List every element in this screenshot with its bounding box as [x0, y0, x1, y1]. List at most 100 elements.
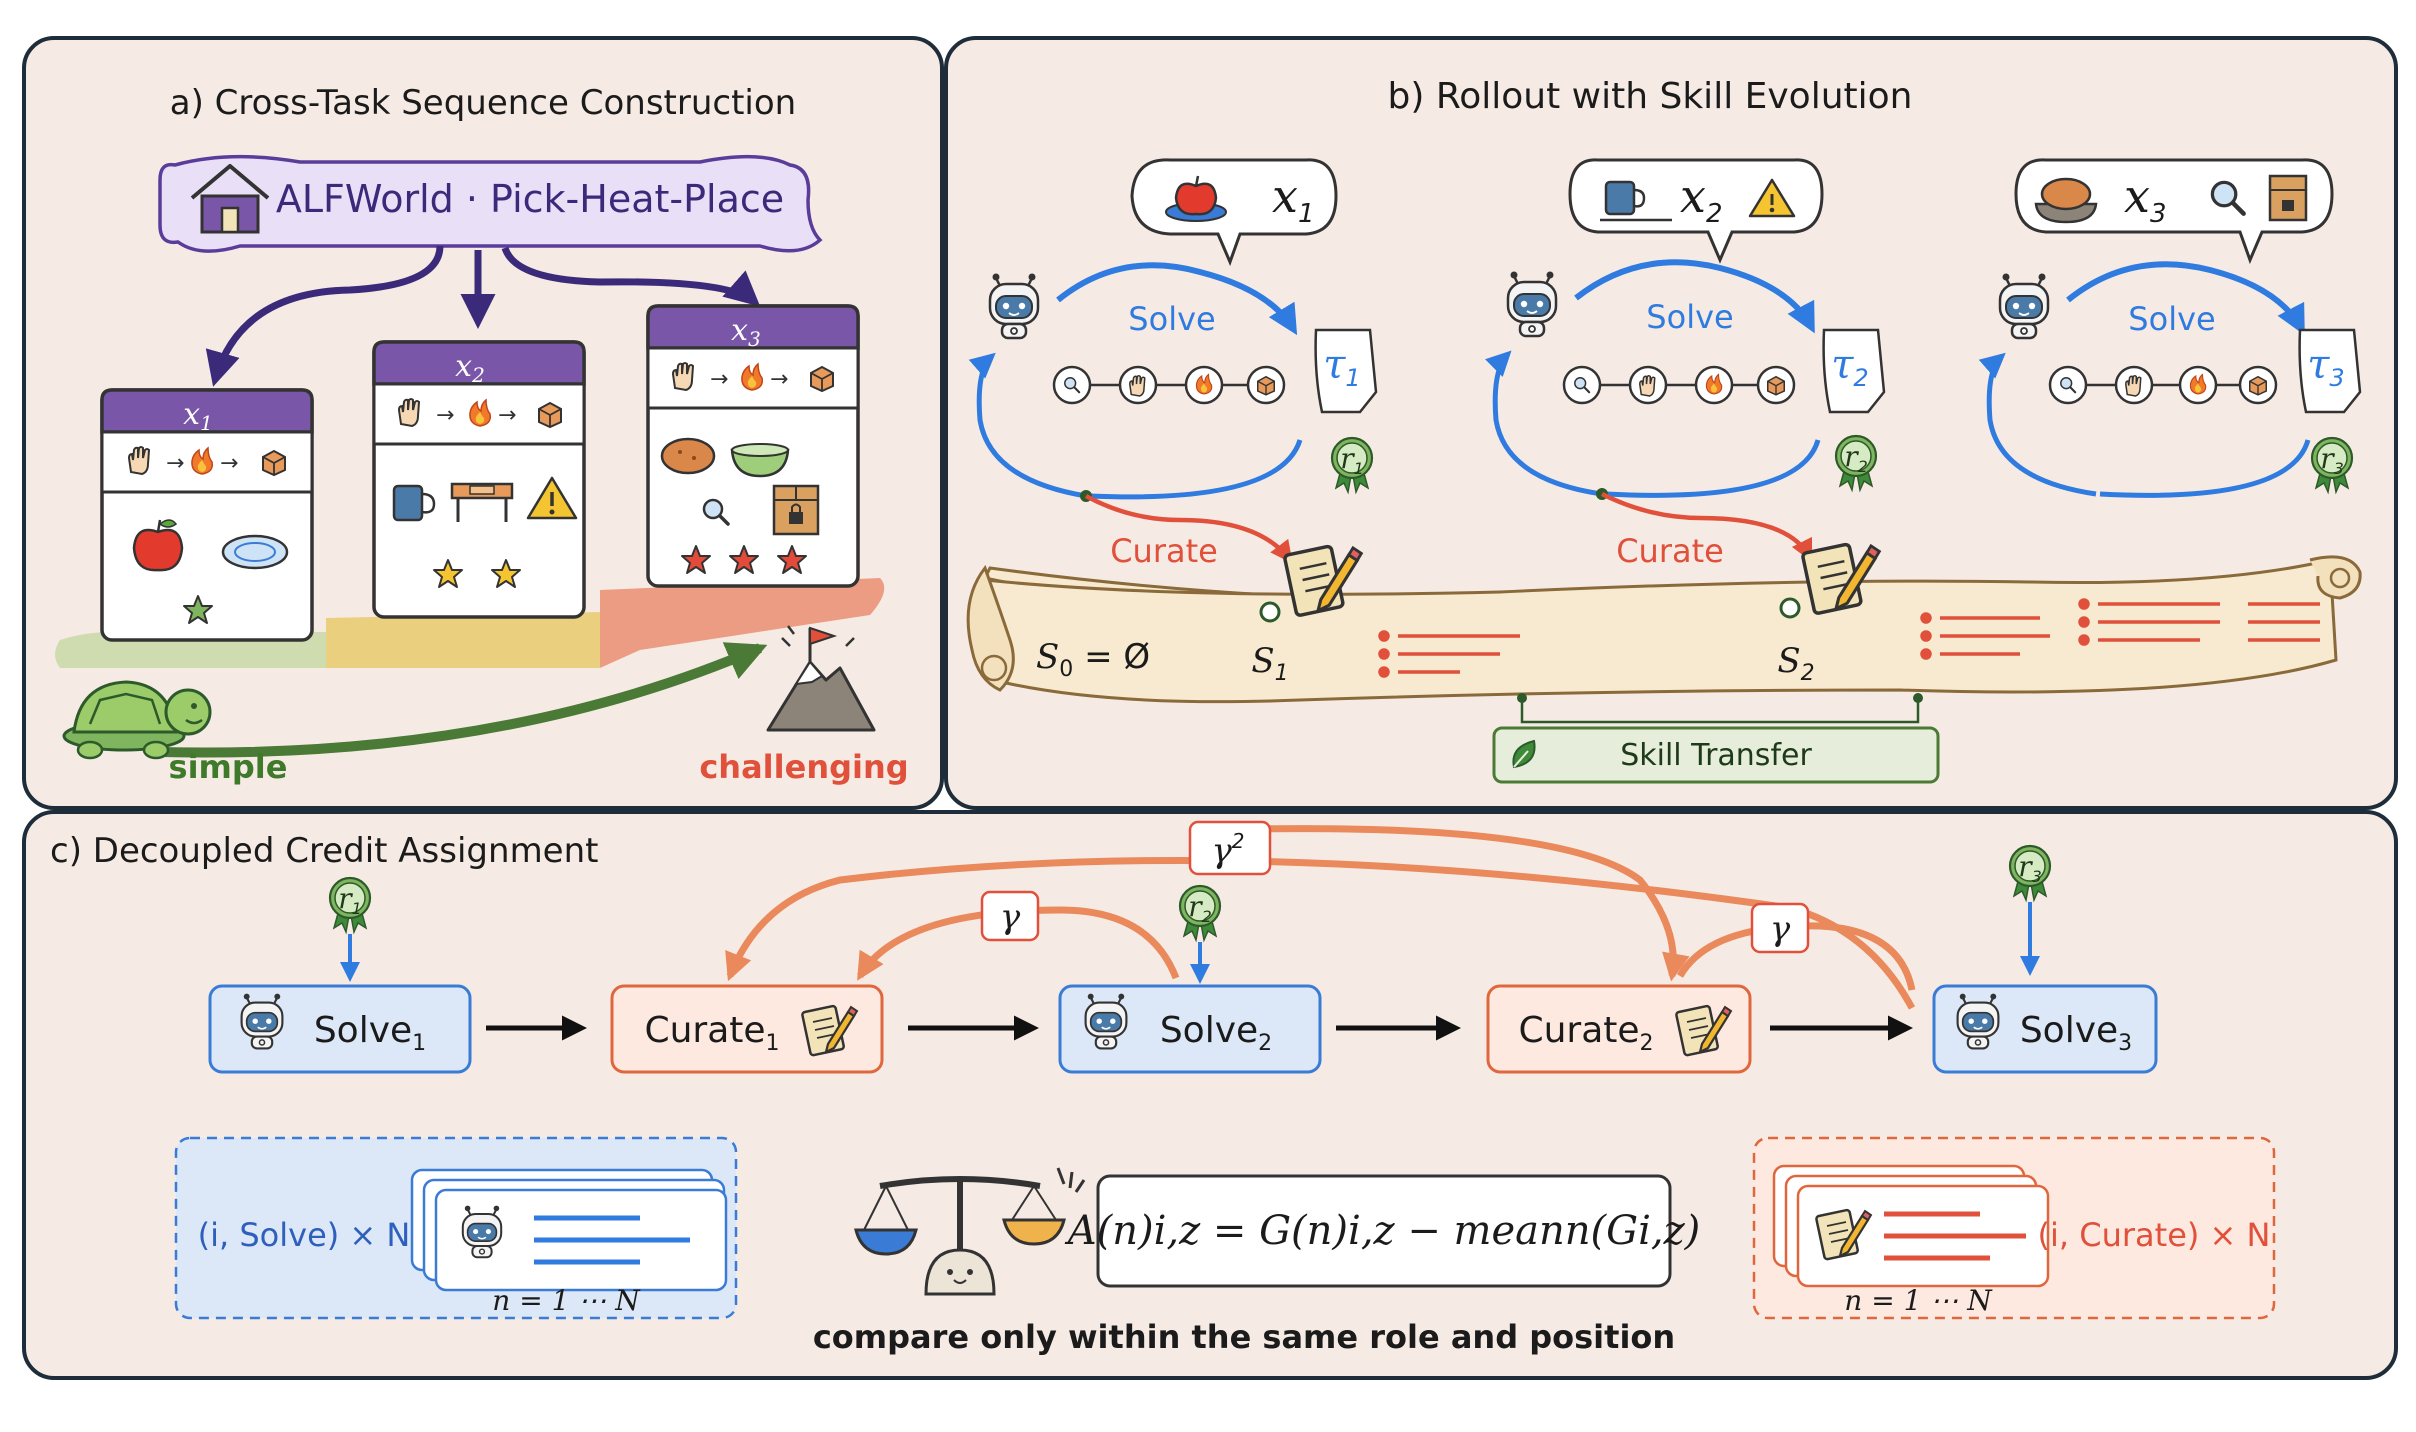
box-icon	[810, 366, 834, 392]
gamma-label-2: γ	[1770, 909, 1791, 949]
task-card-1: x1 → →	[100, 388, 314, 642]
trajectory-tau1: τ1	[1323, 342, 1360, 392]
task-x1: x1	[1272, 169, 1315, 229]
trajectory-doc-3	[2298, 328, 2362, 414]
card-3-label: x3	[731, 313, 761, 351]
task-x3: x3	[2124, 169, 2167, 229]
credit-arrow-gamma-2	[1676, 922, 1916, 991]
state-s1: S1	[1251, 641, 1288, 686]
trajectory-tau3: τ3	[2307, 342, 2344, 392]
rollout-2: x2 Solve τ2	[1485, 158, 1886, 616]
bowl-icon	[730, 443, 790, 478]
mountain-flag-icon	[766, 625, 876, 732]
house-icon	[190, 164, 270, 234]
solve-arrow-1	[1056, 262, 1298, 336]
rollout-1: x1 Solve τ1 r1 Curate	[968, 158, 1378, 618]
trajectory-doc-2	[1822, 328, 1886, 414]
solve-arrow-3	[2066, 261, 2305, 336]
solve-label-1: Solve	[1128, 300, 1215, 338]
state-marker-1	[1259, 601, 1281, 623]
action-chain-3	[2048, 365, 2278, 405]
state-s2: S2	[1777, 641, 1814, 686]
gamma2-tag	[1188, 820, 1272, 876]
solve-label-3: Solve	[2128, 300, 2215, 338]
trajectory-tau2: τ2	[1831, 342, 1868, 392]
reward-c-r2: r2	[1188, 890, 1212, 926]
task-x2: x2	[1680, 169, 1723, 229]
rollout-3: x3 Solve τ	[1978, 158, 2362, 498]
trajectory-doc-1	[1314, 328, 1378, 414]
gamma2-label: γ2	[1211, 829, 1244, 871]
node-solve-3-label: Solve3	[2020, 1010, 2132, 1056]
leaf-icon	[1512, 739, 1536, 769]
turtle-icon	[62, 680, 212, 760]
skill-transfer-box	[1492, 726, 1940, 784]
bread-icon	[660, 437, 716, 475]
reward-c-r1: r1	[338, 882, 362, 918]
apple-icon	[132, 519, 184, 572]
node-curate-1: Curate1	[610, 984, 884, 1074]
env-label: ALFWorld · Pick-Heat-Place	[276, 177, 784, 221]
loop-arrow-2b	[1605, 439, 1821, 498]
node-solve-3: Solve3	[1932, 984, 2158, 1074]
curate-arrow-2	[1600, 491, 1813, 563]
svg-text:→: →	[710, 367, 728, 392]
card-2-label: x2	[455, 349, 485, 387]
reward-r1: r1	[1340, 442, 1364, 478]
curate-group: n = 1 ⋯ N (i, Curate) × N	[1752, 1136, 2276, 1320]
safe-icon	[772, 484, 820, 536]
node-curate-1-label: Curate1	[644, 1010, 779, 1056]
node-solve-2-label: Solve2	[1160, 1010, 1272, 1056]
env-cloud	[158, 154, 823, 253]
mug-icon	[392, 484, 436, 522]
reward-r2: r2	[1844, 440, 1868, 476]
skill-lines	[1378, 598, 2320, 678]
credit-arrow-gamma2-b	[1209, 825, 1690, 982]
action-chain-2	[1562, 365, 1796, 405]
plate-icon	[221, 534, 289, 570]
svg-text:→: →	[770, 367, 788, 392]
svg-text:→: →	[166, 451, 184, 476]
skill-transfer-label: Skill Transfer	[1620, 738, 1812, 773]
branch-arrow-1	[205, 245, 444, 387]
formula-box	[1096, 1174, 1672, 1288]
panel-b: b) Rollout with Skill Evolution S0 = Ø S…	[944, 36, 2398, 810]
curate-n-range: n = 1 ⋯ N	[1844, 1284, 1993, 1317]
solve-arrow-2	[1574, 259, 1815, 334]
panel-c: c) Decoupled Credit Assignment γ2 γ γ r1…	[22, 810, 2398, 1380]
curate-group-label: (i, Curate) × N	[2038, 1216, 2271, 1254]
gamma-tag-2	[1750, 902, 1810, 954]
node-curate-2-label: Curate2	[1518, 1010, 1653, 1056]
solve-group-label: (i, Solve) × N	[198, 1216, 411, 1254]
safe-icon	[2268, 174, 2308, 222]
task-card-2: x2 → →	[372, 340, 586, 619]
panel-a-title: a) Cross-Task Sequence Construction	[170, 83, 796, 123]
panel-a: a) Cross-Task Sequence Construction ALFW…	[22, 36, 944, 810]
solve-group: (i, Solve) × N n = 1 ⋯ N	[174, 1136, 738, 1320]
bread-icon	[2034, 177, 2098, 224]
warning-icon	[526, 476, 578, 520]
advantage-formula: A(n)i,z = G(n)i,z − meann(Gi,z)	[1064, 1208, 1701, 1254]
speech-bubble-3	[2014, 158, 2334, 265]
svg-text:→: →	[220, 451, 238, 476]
gamma-label-1: γ	[1000, 897, 1021, 937]
reward-c-r3: r3	[2018, 850, 2042, 886]
node-solve-2: Solve2	[1058, 984, 1322, 1074]
warning-icon	[1748, 178, 1796, 218]
loop-arrow-1	[968, 352, 1087, 499]
transfer-bracket	[1520, 700, 1920, 724]
svg-text:→: →	[498, 403, 516, 428]
svg-text:→: →	[436, 403, 454, 428]
task-card-3: x3 → →	[646, 304, 860, 588]
balance-scale-icon	[854, 1167, 1086, 1296]
desk-icon	[450, 482, 514, 522]
loop-arrow-2	[1485, 350, 1603, 497]
state-marker-2	[1779, 597, 1801, 619]
solve-label-2: Solve	[1646, 298, 1733, 336]
curate-arrow-1	[1084, 494, 1293, 564]
step-hard	[600, 578, 885, 668]
compare-note: compare only within the same role and po…	[813, 1318, 1675, 1356]
loop-arrow-1b	[1089, 439, 1303, 500]
branch-arrow-3	[501, 246, 761, 307]
reward-r3: r3	[2320, 442, 2344, 478]
